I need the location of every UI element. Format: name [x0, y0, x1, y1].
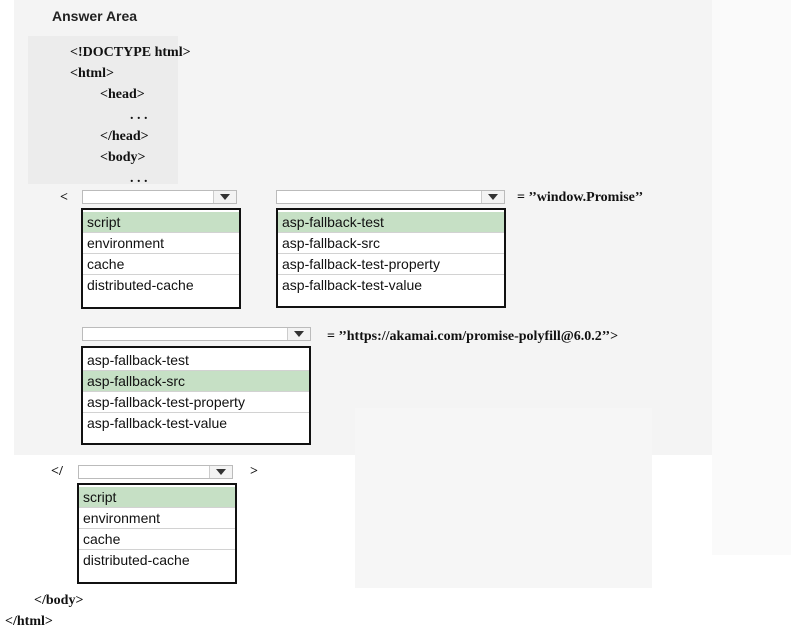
dropdown-option[interactable]: distributed-cache	[83, 552, 190, 568]
dropdown-option[interactable]: script	[79, 487, 235, 508]
lower-panel	[355, 408, 652, 588]
right-panel	[712, 0, 791, 555]
chevron-down-icon[interactable]	[213, 191, 236, 203]
code-head-ellipsis: . . .	[130, 108, 148, 123]
dropdown-option[interactable]: asp-fallback-test-value	[282, 277, 423, 293]
closing-element-type-dropdown[interactable]	[78, 465, 233, 479]
promise-value-text: = ’’window.Promise’’	[517, 190, 644, 205]
code-html-open: <html>	[70, 66, 114, 81]
code-body-close: </body>	[34, 593, 84, 608]
code-doctype: <!DOCTYPE html>	[70, 45, 191, 60]
chevron-down-icon[interactable]	[287, 328, 310, 340]
dropdown-option[interactable]: asp-fallback-test-property	[83, 392, 309, 413]
answer-area-title: Answer Area	[52, 8, 138, 24]
code-close-tag-bracket: </	[51, 464, 63, 479]
dropdown-option[interactable]: environment	[83, 233, 239, 254]
code-body-open: <body>	[100, 150, 146, 165]
dropdown-option[interactable]: asp-fallback-test-property	[278, 254, 504, 275]
polyfill-url-text: = ’’https://akamai.com/promise-polyfill@…	[327, 329, 619, 344]
chevron-down-icon[interactable]	[481, 191, 504, 203]
code-head-close: </head>	[100, 129, 149, 144]
dropdown-option[interactable]: asp-fallback-src	[278, 233, 504, 254]
code-open-tag-bracket: <	[60, 190, 68, 205]
dropdown-option[interactable]: asp-fallback-test	[83, 350, 309, 371]
code-html-close: </html>	[5, 614, 53, 629]
code-close-tag-end: >	[250, 464, 258, 479]
fallback-src-attribute-dropdown[interactable]	[82, 327, 311, 341]
dropdown-option[interactable]: cache	[79, 529, 235, 550]
dropdown-option[interactable]: asp-fallback-test-value	[87, 415, 228, 431]
code-body-ellipsis: . . .	[130, 171, 148, 186]
dropdown-option[interactable]: cache	[83, 254, 239, 275]
dropdown-option[interactable]: distributed-cache	[87, 277, 194, 293]
element-type-dropdown[interactable]	[82, 190, 237, 204]
dropdown-option[interactable]: asp-fallback-test	[278, 212, 504, 233]
code-block-background	[28, 36, 178, 184]
dropdown-option[interactable]: script	[83, 212, 239, 233]
fallback-test-attribute-dropdown[interactable]	[276, 190, 505, 204]
code-head-open: <head>	[100, 87, 145, 102]
dropdown-option[interactable]: environment	[79, 508, 235, 529]
chevron-down-icon[interactable]	[209, 466, 232, 478]
dropdown-option[interactable]: asp-fallback-src	[83, 371, 309, 392]
